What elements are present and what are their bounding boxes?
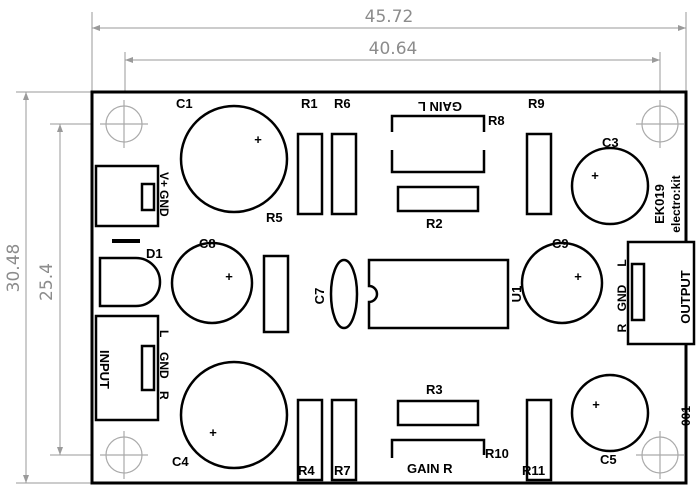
trimpot-gain-l [390,114,486,132]
resistor-r1 [296,132,324,216]
label-r7: R7 [334,463,351,478]
capacitor-c3 [570,146,650,226]
label-output-r: R [615,323,629,332]
label-r2: R2 [426,216,443,231]
polarity-mark: + [574,269,582,284]
label-brand: electro:kit [669,175,683,232]
label-u1: U1 [509,286,524,303]
trimpot-gain-r [390,438,486,455]
polarity-mark: + [592,397,600,412]
label-output-gnd: GND [615,284,629,311]
resistor-r11 [525,398,553,482]
label-r6: R6 [334,96,351,111]
label-r11: R11 [522,463,545,478]
connector-input [94,314,160,422]
label-serial: 001 [679,406,693,426]
label-r10: R10 [485,446,509,461]
label-gain-l: GAIN L [418,99,462,114]
label-r3: R3 [426,382,443,397]
capacitor-c1 [179,104,289,214]
label-board-id: EK019 [652,184,667,224]
label-c1: C1 [176,96,193,111]
polarity-mark: + [209,425,217,440]
label-input-l: L [157,330,171,337]
label-output: OUTPUT [678,270,693,324]
connector-power-latch [140,182,156,212]
resistor-r7 [330,398,358,482]
label-r1: R1 [301,96,318,111]
dim-hole-spacing-y: 25.4 [37,263,57,301]
capacitor-c4 [179,360,289,470]
dim-board-width: 45.72 [365,7,414,27]
resistor-r2 [396,185,480,213]
label-r8: R8 [488,113,505,128]
label-vplus: V+ [157,172,171,187]
label-r5: R5 [266,210,283,225]
label-c9: C9 [552,236,569,251]
polarity-mark: + [225,269,233,284]
diode-d1 [98,256,162,308]
capacitor-c5 [570,373,650,453]
resistor-r9 [525,132,553,216]
connector-input-latch [140,344,156,392]
label-gain-r: GAIN R [407,461,453,476]
label-input-gnd: GND [157,352,171,379]
resistor-r4 [296,398,324,482]
ic-u1 [367,258,510,330]
capacitor-c8 [170,241,254,325]
mounting-holes [100,100,684,479]
label-input-r: R [157,391,171,400]
capacitor-c9 [520,241,604,325]
label-input: INPUT [97,350,112,389]
capacitor-c7 [329,258,359,330]
label-d1: D1 [146,246,163,261]
label-c4: C4 [172,454,189,469]
label-r4: R4 [298,463,315,478]
label-c3: C3 [602,135,619,150]
label-output-l: L [615,259,629,266]
resistor-r3 [396,399,480,427]
polarity-mark: + [254,132,262,147]
connector-output-latch [630,262,646,322]
polarity-mark: + [591,168,599,183]
resistor-middle [262,254,290,334]
label-c7: C7 [312,288,327,305]
resistor-r6 [330,132,358,216]
label-r9: R9 [528,96,545,111]
dim-board-height: 30.48 [4,244,24,293]
label-c8: C8 [199,236,216,251]
dimension-lines [16,12,687,484]
label-power-gnd: GND [157,190,171,217]
dim-hole-spacing-x: 40.64 [369,39,418,59]
label-c5: C5 [600,452,617,467]
